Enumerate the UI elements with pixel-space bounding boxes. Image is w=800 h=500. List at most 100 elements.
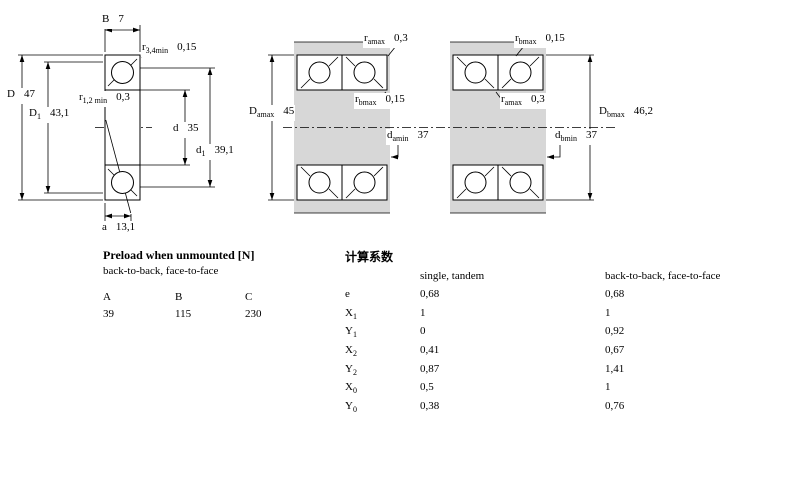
factor-label: Y0 xyxy=(345,399,420,418)
dim-base: r xyxy=(79,91,83,103)
dim-sub: 1 xyxy=(36,112,41,122)
factors-row-x2: X2 0,41 0,67 xyxy=(345,343,765,362)
factors-table: e 0,68 0,68 X1 1 1 Y1 0 0,92 X2 0,41 0,6… xyxy=(345,287,765,418)
ball-bottom xyxy=(111,171,134,194)
factor-value-paired: 0,67 xyxy=(605,344,625,357)
dim-base: d xyxy=(387,129,393,141)
factor-symbol-sub: 2 xyxy=(352,367,357,377)
factors-row-y2: Y2 0,87 1,41 xyxy=(345,362,765,381)
factor-value-paired: 0,76 xyxy=(605,400,625,413)
dim-value: 0,15 xyxy=(177,41,197,53)
factor-label: Y1 xyxy=(345,324,420,343)
preload-value-row: 39 115 230 xyxy=(103,308,315,320)
factor-symbol-sub: 1 xyxy=(352,311,357,321)
dim-sub: amax xyxy=(256,110,275,120)
dim-base: d xyxy=(196,144,202,156)
dim-value: 45 xyxy=(283,105,295,117)
factor-value-single: 0 xyxy=(420,325,426,338)
dim-sub: 3,4min xyxy=(145,46,169,56)
preload-col-a: A xyxy=(103,291,111,303)
dim-label-dbmin: dbmin 37 xyxy=(554,129,598,146)
dim-value: 37 xyxy=(417,129,429,141)
middle-bearing-pair-figure xyxy=(268,41,618,214)
dim-base: D xyxy=(7,88,15,100)
dim-value: 13,1 xyxy=(115,221,136,233)
dim-value: 0,15 xyxy=(545,32,565,44)
dim-sub: bmax xyxy=(518,37,537,47)
preload-value-b: 115 xyxy=(175,308,192,320)
factors-row-x1: X1 1 1 xyxy=(345,306,765,325)
dim-base: r xyxy=(355,93,359,105)
factor-label: Y2 xyxy=(345,362,420,381)
dim-base: r xyxy=(501,93,505,105)
factor-value-single: 0,68 xyxy=(420,288,440,300)
dim-base: a xyxy=(102,221,107,233)
right-bearing-pair-figure xyxy=(450,41,594,214)
dim-base: D xyxy=(599,105,607,117)
dim-label-D: D 47 xyxy=(6,88,36,105)
dim-label-rbmax-right: rbmax 0,15 xyxy=(514,32,566,49)
factors-row-y0: Y0 0,38 0,76 xyxy=(345,399,765,418)
dim-value: 7 xyxy=(118,13,124,25)
dim-base: B xyxy=(102,13,110,25)
factors-row-e: e 0,68 0,68 xyxy=(345,287,765,306)
factor-value-paired: 1 xyxy=(605,306,611,319)
factor-symbol: Y xyxy=(345,362,353,375)
dim-value: 43,1 xyxy=(49,107,70,119)
dim-value: 0,3 xyxy=(531,93,545,105)
dim-base: r xyxy=(515,32,519,44)
preload-title: Preload when unmounted [N] xyxy=(103,248,255,262)
dim-sub: 1,2 min xyxy=(82,96,108,106)
ball-top xyxy=(111,61,134,84)
dim-value: 37 xyxy=(585,129,597,141)
dim-base: r xyxy=(142,41,146,53)
factor-symbol: Y xyxy=(345,325,353,338)
factor-symbol: e xyxy=(345,288,350,300)
factor-value-single: 0,41 xyxy=(420,344,440,357)
dim-base: D xyxy=(249,105,257,117)
factors-col2-header: back-to-back, face-to-face xyxy=(605,270,721,282)
factors-title: 计算系数 xyxy=(345,250,394,264)
factors-row-x0: X0 0,5 1 xyxy=(345,380,765,399)
dim-sub: amin xyxy=(392,134,409,144)
technical-drawing-svg xyxy=(18,25,618,221)
dim-sub: bmin xyxy=(560,134,577,144)
factor-symbol-sub: 1 xyxy=(352,330,357,340)
factor-value-paired: 0,92 xyxy=(605,325,625,338)
dim-base: d xyxy=(173,122,179,134)
left-bearing-figure xyxy=(18,25,215,221)
factor-symbol-sub: 0 xyxy=(352,405,357,415)
factor-value-paired: 1 xyxy=(605,381,611,394)
preload-col-c: C xyxy=(245,291,253,303)
preload-subtitle: back-to-back, face-to-face xyxy=(103,265,219,277)
preload-value-c: 230 xyxy=(245,308,262,320)
dim-base: r xyxy=(364,32,368,44)
factor-symbol: X xyxy=(345,344,353,357)
dim-base: d xyxy=(555,129,561,141)
factor-label: X0 xyxy=(345,380,420,399)
dim-value: 47 xyxy=(23,88,35,100)
factor-label: X2 xyxy=(345,343,420,362)
preload-col-b: B xyxy=(175,291,183,303)
preload-value-a: 39 xyxy=(103,308,114,320)
dim-sub: bmax xyxy=(606,110,625,120)
dim-sub: amax xyxy=(367,37,385,47)
factor-symbol-sub: 0 xyxy=(352,386,357,396)
factor-symbol: X xyxy=(345,381,353,394)
factor-value-single: 0,38 xyxy=(420,400,440,413)
factor-value-paired: 0,68 xyxy=(605,288,625,300)
factors-col1-header: single, tandem xyxy=(420,270,485,282)
preload-header-row: A B C xyxy=(103,291,315,303)
dim-value: 39,1 xyxy=(214,144,234,156)
dim-label-a: a 13,1 xyxy=(101,221,137,238)
